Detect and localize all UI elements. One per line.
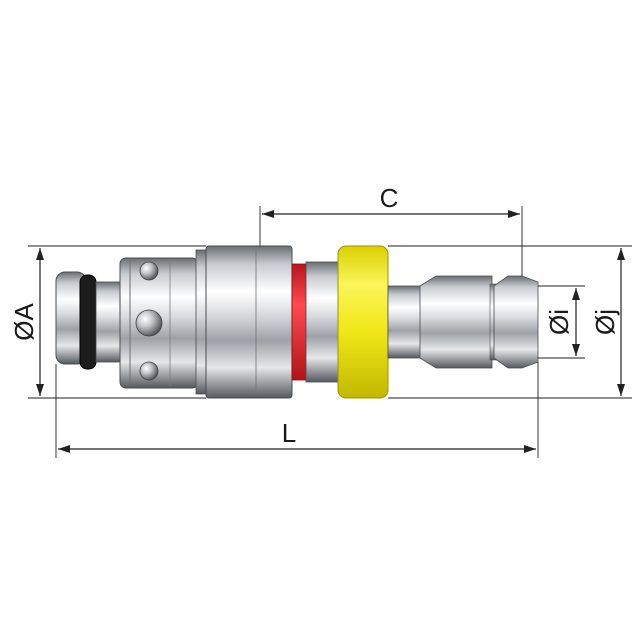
dimension-label-j: Øj bbox=[590, 309, 620, 335]
hose-barb bbox=[419, 275, 493, 369]
hose-tail-shaft bbox=[387, 285, 423, 359]
dimension-j: Øj bbox=[388, 245, 632, 399]
coupling-body bbox=[55, 245, 539, 399]
red-ring bbox=[291, 263, 307, 381]
dimension-label-a: ØA bbox=[9, 303, 39, 341]
main-body bbox=[205, 245, 293, 399]
nose-neck bbox=[95, 281, 125, 363]
dimension-c: C bbox=[259, 183, 523, 276]
collar bbox=[305, 261, 343, 383]
dimension-l: L bbox=[55, 362, 539, 458]
locking-ball bbox=[139, 361, 159, 381]
dimension-label-c: C bbox=[380, 183, 399, 213]
locking-ball bbox=[139, 261, 159, 281]
o-ring bbox=[79, 274, 97, 370]
dimension-label-i: Øi bbox=[544, 309, 574, 335]
dimension-label-l: L bbox=[282, 418, 296, 448]
dimension-i: Øi bbox=[538, 285, 585, 359]
locking-ball bbox=[135, 309, 163, 337]
dimension-a: ØA bbox=[9, 245, 206, 399]
hose-barb bbox=[493, 275, 539, 369]
yellow-collar bbox=[337, 245, 389, 399]
